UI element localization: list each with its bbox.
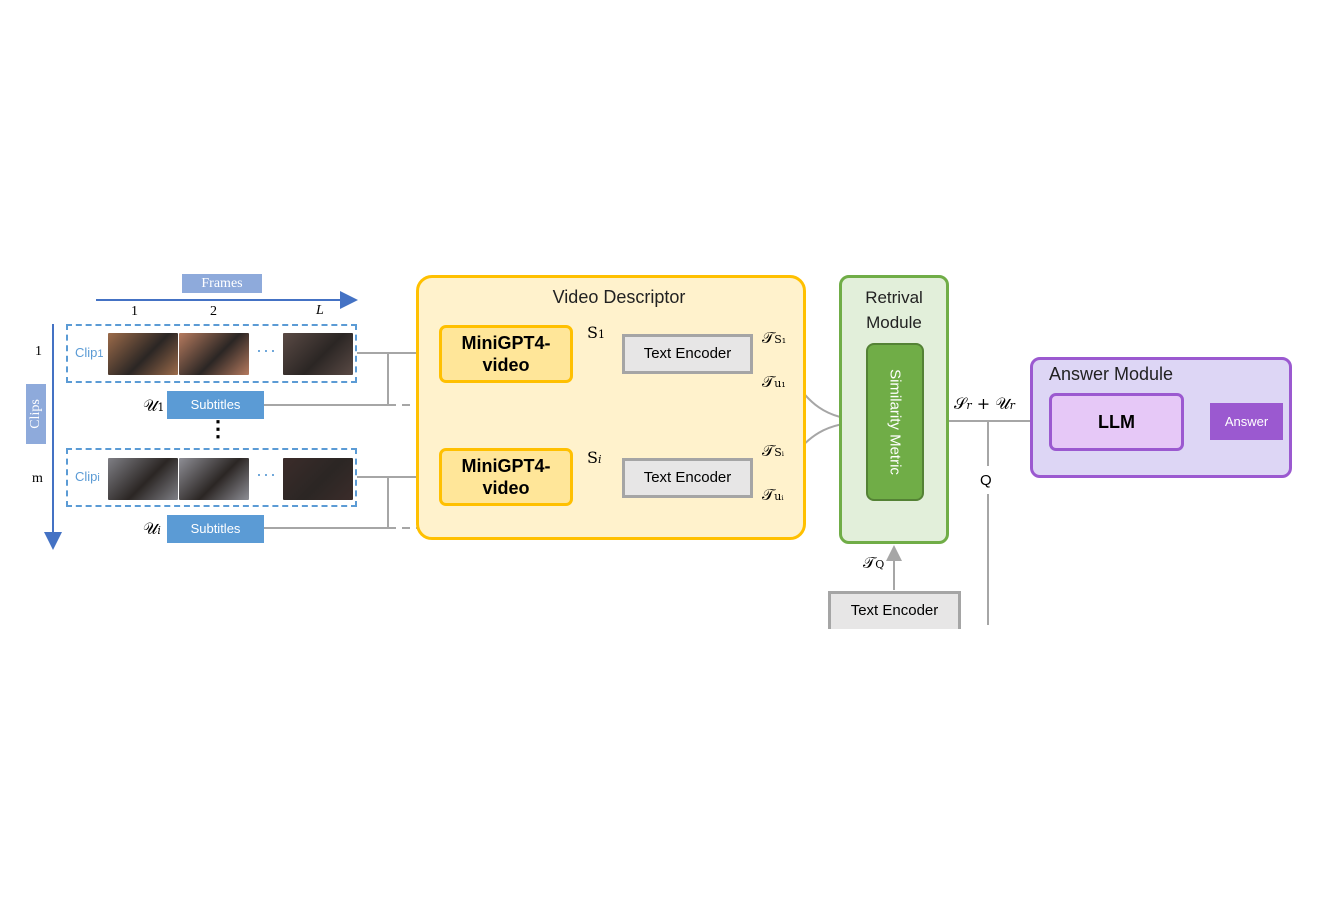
s1-symbol: S1	[587, 323, 605, 342]
clip-index-1: 1	[35, 344, 42, 359]
clips-label: Clips	[26, 384, 46, 444]
clips-vertical-ellipsis: ⋮	[207, 416, 229, 441]
clip-index-m: m	[32, 471, 43, 486]
t-ui-symbol: 𝒯uᵢ	[762, 485, 784, 504]
subtitles-1: Subtitles	[167, 391, 264, 419]
frame-index-1: 1	[131, 304, 138, 319]
subtitles-1-symbol: 𝒰1	[143, 396, 165, 415]
clip-1-frame-1	[108, 333, 178, 375]
clip-1-ellipsis: ···	[256, 340, 277, 360]
frame-index-L: L	[316, 303, 324, 318]
clip-i-frame-L	[283, 458, 353, 500]
answer-block: Answer	[1210, 403, 1283, 440]
frames-label: Frames	[182, 274, 262, 293]
similarity-metric-label: Similarity Metric	[886, 369, 904, 475]
clip-i-box: Clipi ···	[66, 448, 357, 507]
retrieved-context-expression: 𝒮r + 𝒰r	[954, 394, 1015, 413]
t-q-symbol: 𝒯Q	[863, 553, 885, 572]
clip-i-frame-1	[108, 458, 178, 500]
clip-i-ellipsis: ···	[256, 464, 277, 484]
frame-index-2: 2	[210, 304, 217, 319]
text-encoder-query: Text Encoder	[828, 591, 961, 629]
si-symbol: Si	[587, 448, 602, 467]
text-encoder-1: Text Encoder	[622, 334, 753, 374]
clip-1-frame-2	[179, 333, 249, 375]
minigpt4-video-block-1: MiniGPT4-video	[439, 325, 573, 383]
t-s1-symbol: 𝒯S₁	[762, 328, 787, 347]
llm-block: LLM	[1049, 393, 1184, 451]
answer-module-title: Answer Module	[1049, 364, 1174, 384]
clip-1-box: Clip1 ···	[66, 324, 357, 383]
clip-i-label: Clipi	[75, 469, 100, 484]
subtitles-i-symbol: 𝒰i	[143, 519, 161, 538]
clip-1-frame-L	[283, 333, 353, 375]
t-si-symbol: 𝒯Sᵢ	[762, 441, 785, 460]
video-descriptor-title: Video Descriptor	[552, 287, 686, 307]
minigpt4-video-block-i: MiniGPT4-video	[439, 448, 573, 506]
t-u1-symbol: 𝒯u₁	[762, 372, 786, 391]
text-encoder-i: Text Encoder	[622, 458, 753, 498]
clip-i-frame-2	[179, 458, 249, 500]
subtitles-i: Subtitles	[167, 515, 264, 543]
similarity-metric-block: Similarity Metric	[866, 343, 924, 501]
question-label: Q	[980, 472, 992, 489]
clip-1-label: Clip1	[75, 345, 104, 360]
